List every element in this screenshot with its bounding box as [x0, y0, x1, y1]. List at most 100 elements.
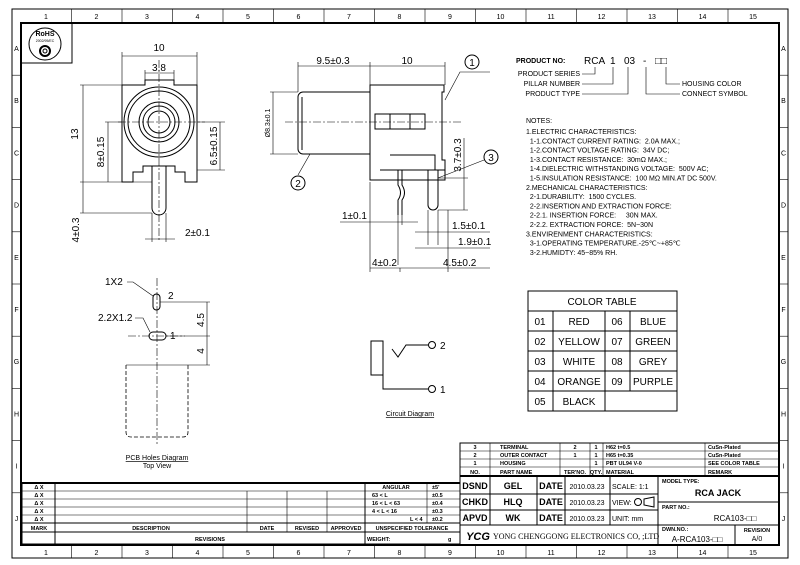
svg-text:PRODUCT SERIES: PRODUCT SERIES — [518, 71, 580, 78]
svg-text:1: 1 — [610, 56, 616, 67]
svg-text:13: 13 — [70, 128, 81, 140]
svg-text:2: 2 — [295, 179, 301, 190]
row-label: C — [14, 150, 19, 157]
color-cell: 09 — [611, 377, 623, 388]
note-line: 1.ELECTRIC CHARACTERISTICS: — [526, 129, 637, 136]
color-cell: ORANGE — [557, 377, 601, 388]
row-label: A — [781, 46, 786, 53]
note-line: 1-5.INSULATION RESISTANCE: 100 MΩ MIN.AT… — [526, 176, 717, 183]
parts-cell: 1 — [573, 453, 576, 459]
callout-2 — [290, 175, 306, 191]
tolerance-range: 4 < L < 16 — [372, 509, 397, 515]
revision-header: UNSPECIFIED TOLERANCE — [376, 526, 449, 532]
svg-text:Circuit Diagram: Circuit Diagram — [386, 411, 434, 418]
color-cell: BLUE — [640, 317, 666, 328]
column-label: 15 — [749, 550, 757, 557]
svg-text:1.9±0.1: 1.9±0.1 — [458, 237, 492, 248]
row-label: B — [781, 98, 786, 105]
row-label: J — [782, 516, 786, 523]
column-label: 8 — [398, 14, 402, 21]
revision-header: DESCRIPTION — [132, 526, 170, 532]
column-label: 11 — [547, 550, 554, 557]
column-label: 3 — [145, 14, 149, 21]
svg-text:□□: □□ — [655, 56, 667, 67]
column-label: 10 — [497, 14, 505, 21]
parts-cell: H65 t=0.35 — [606, 453, 633, 459]
tolerance-range: L < 4 — [410, 517, 424, 523]
part-no: RCA103-□□ — [714, 514, 757, 523]
signoff-role: APVD — [462, 513, 488, 523]
parts-cell: 1 — [594, 445, 597, 451]
column-label: 1 — [44, 14, 48, 21]
hole-2 — [152, 293, 161, 311]
svg-text:2: 2 — [168, 291, 174, 302]
color-cell: YELLOW — [558, 337, 600, 348]
parts-cell: 2 — [573, 445, 576, 451]
row-label: I — [16, 464, 18, 471]
svg-text:NOTES:: NOTES: — [526, 118, 552, 125]
svg-text:3: 3 — [488, 153, 494, 164]
column-label: 7 — [347, 14, 351, 21]
notes: NOTES: 1.ELECTRIC CHARACTERISTICS: 1-1.C… — [526, 118, 717, 257]
tolerance-range: ANGULAR — [382, 485, 410, 491]
callout-1 — [464, 54, 480, 70]
parts-header: PART NAME — [500, 470, 533, 476]
column-label: 7 — [347, 550, 351, 557]
column-label: 9 — [448, 550, 452, 557]
note-line: 2-2.1. INSERTION FORCE: 30N MAX. — [526, 213, 658, 220]
tolerance-value: ±5' — [432, 485, 440, 491]
color-cell: 05 — [534, 397, 546, 408]
color-cell: GREY — [639, 357, 668, 368]
signoff-date: 2010.03.23 — [569, 516, 604, 523]
svg-text:10: 10 — [401, 56, 413, 67]
note-line: 3.ENVIRENMENT CHARACTERISTICS: — [526, 231, 653, 238]
column-label: 5 — [246, 14, 250, 21]
column-label: 11 — [547, 14, 554, 21]
note-line: 1-3.CONTACT RESISTANCE: 30mΩ MAX.; — [526, 157, 667, 164]
note-line: 1-1.CONTACT CURRENT RATING: 2.0A MAX.; — [526, 138, 680, 145]
note-line: 1-4.DIELECTRIC WITHSTANDING VOLTAGE: 500… — [526, 166, 708, 173]
svg-text:4: 4 — [196, 348, 207, 354]
color-cell: RED — [568, 317, 589, 328]
color-cell: 07 — [611, 337, 623, 348]
revision-header: REVISED — [295, 526, 319, 532]
tolerance-range: 16 < L < 63 — [372, 501, 400, 507]
row-label: H — [14, 411, 19, 418]
column-label: 5 — [246, 550, 250, 557]
svg-text:RoHS: RoHS — [35, 31, 54, 38]
column-label: 6 — [297, 550, 301, 557]
svg-text:1±0.1: 1±0.1 — [342, 211, 367, 222]
svg-text:9.5±0.3: 9.5±0.3 — [316, 56, 350, 67]
svg-text:4±0.3: 4±0.3 — [71, 217, 82, 242]
row-label: D — [781, 203, 786, 210]
parts-header: QTY. — [590, 470, 603, 476]
model-type-label: MODEL TYPE: — [662, 479, 700, 485]
signoff-role: CHKD — [462, 497, 488, 507]
svg-text:6.5±0.15: 6.5±0.15 — [209, 126, 220, 165]
column-label: 8 — [398, 550, 402, 557]
parts-cell: CuSn-Plated — [708, 453, 741, 459]
signoff-date: 2010.03.23 — [569, 500, 604, 507]
color-cell: GREEN — [635, 337, 671, 348]
view-label: VIEW: — [612, 500, 632, 507]
svg-text:8±0.15: 8±0.15 — [96, 136, 107, 167]
projection-view-icon — [634, 496, 655, 508]
column-label: 10 — [497, 550, 505, 557]
svg-text:HOUSING COLOR: HOUSING COLOR — [682, 81, 742, 88]
rohs-logo: RoHS 2002/95/EC — [20, 22, 73, 64]
callout-3 — [483, 149, 499, 165]
row-label: G — [781, 359, 786, 366]
parts-header: REMARK — [708, 470, 732, 476]
svg-text:1: 1 — [469, 58, 475, 69]
pcb-holes-diagram: 1X2 2 2.2X1.2 1 4.5 4 PCB Holes Diagram … — [98, 277, 210, 470]
front-view: 10 3.8 13 8±0.15 6.5±0.15 4±0.3 2±0.1 — [70, 43, 225, 242]
color-cell: WHITE — [563, 357, 596, 368]
parts-cell: HOUSING — [500, 461, 526, 467]
circuit-diagram: 2 1 Circuit Diagram — [370, 340, 446, 418]
column-label: 2 — [95, 14, 99, 21]
row-label: B — [14, 98, 19, 105]
parts-cell: PBT UL94 V-0 — [606, 461, 642, 467]
color-cell: 06 — [611, 317, 623, 328]
